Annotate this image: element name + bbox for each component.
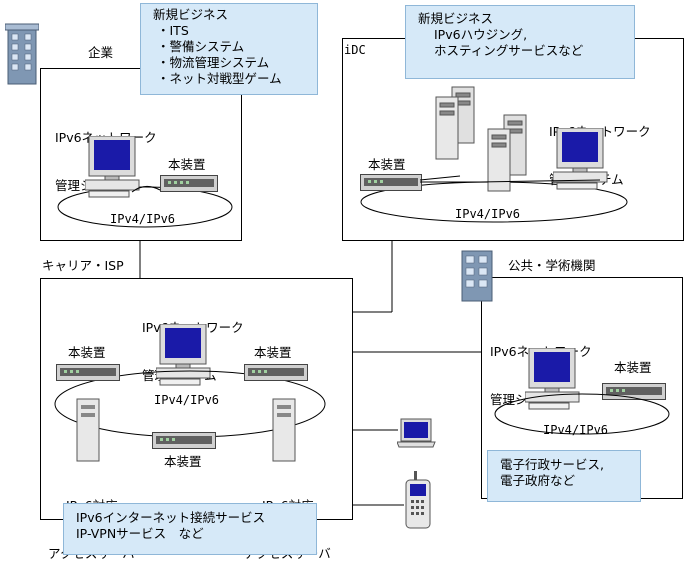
- public-building-icon: [461, 250, 493, 302]
- public-note-line1: 電子行政サービス,: [500, 457, 604, 472]
- idc-note-line2: IPv6ハウジング,: [434, 27, 528, 42]
- carrier-note-line1: IPv6インターネット接続サービス: [76, 510, 266, 525]
- carrier-device-bottom-icon: [152, 432, 216, 449]
- idc-label: iDC: [344, 43, 366, 57]
- enterprise-note-item: ・ITS: [157, 23, 189, 38]
- carrier-server-left-icon: [76, 398, 100, 462]
- carrier-note: IPv6インターネット接続サービス IP-VPNサービス など: [63, 503, 317, 555]
- carrier-device-bottom-label: 本装置: [164, 454, 202, 469]
- carrier-device-left-label: 本装置: [68, 345, 106, 360]
- carrier-device-right-icon: [244, 364, 308, 381]
- enterprise-device-icon: [160, 175, 218, 192]
- carrier-note-line2: IP-VPNサービス など: [76, 526, 204, 541]
- enterprise-note: 新規ビジネス ・ITS ・警備システム ・物流管理システム ・ネット対戦型ゲーム: [140, 3, 318, 95]
- idc-note: 新規ビジネス IPv6ハウジング, ホスティングサービスなど: [405, 5, 635, 79]
- enterprise-note-title: 新規ビジネス: [153, 7, 229, 22]
- carrier-label: キャリア・ISP: [42, 258, 124, 273]
- idc-note-line3: ホスティングサービスなど: [434, 43, 584, 58]
- public-device-label: 本装置: [614, 360, 652, 375]
- idc-note-line1: 新規ビジネス: [418, 11, 494, 26]
- carrier-server-right-icon: [272, 398, 296, 462]
- mobile-phone-icon: [405, 471, 431, 529]
- enterprise-cable: [131, 186, 161, 193]
- enterprise-note-item: ・警備システム: [157, 39, 245, 54]
- connection-lines: [139, 240, 481, 506]
- enterprise-note-item: ・物流管理システム: [157, 55, 270, 70]
- enterprise-note-item: ・ネット対戦型ゲーム: [157, 71, 282, 86]
- enterprise-pc-icon: [85, 136, 140, 198]
- enterprise-label: 企業: [88, 45, 114, 60]
- enterprise-network-label: IPv4/IPv6: [110, 212, 176, 226]
- enterprise-device-label: 本装置: [168, 157, 206, 172]
- enterprise-box: [40, 68, 242, 241]
- enterprise-building-icon: [5, 23, 39, 85]
- public-network-ellipse: [494, 393, 670, 435]
- public-label: 公共・学術機関: [508, 258, 596, 273]
- idc-server-icons: [435, 86, 527, 192]
- carrier-network-label: IPv4/IPv6: [154, 393, 220, 407]
- public-note-line2: 電子政府など: [500, 473, 576, 488]
- idc-cables: [420, 175, 601, 183]
- carrier-device-left-icon: [56, 364, 120, 381]
- public-note: 電子行政サービス, 電子政府など: [487, 450, 641, 502]
- idc-device-icon: [360, 174, 422, 191]
- public-pc-icon: [525, 348, 580, 410]
- public-network-label: IPv4/IPv6: [543, 423, 609, 437]
- carrier-pc-icon: [156, 324, 211, 386]
- idc-device-label: 本装置: [368, 157, 406, 172]
- idc-network-label: IPv4/IPv6: [455, 207, 521, 221]
- carrier-device-right-label: 本装置: [254, 345, 292, 360]
- idc-pc-icon: [553, 128, 608, 190]
- laptop-icon: [397, 418, 436, 448]
